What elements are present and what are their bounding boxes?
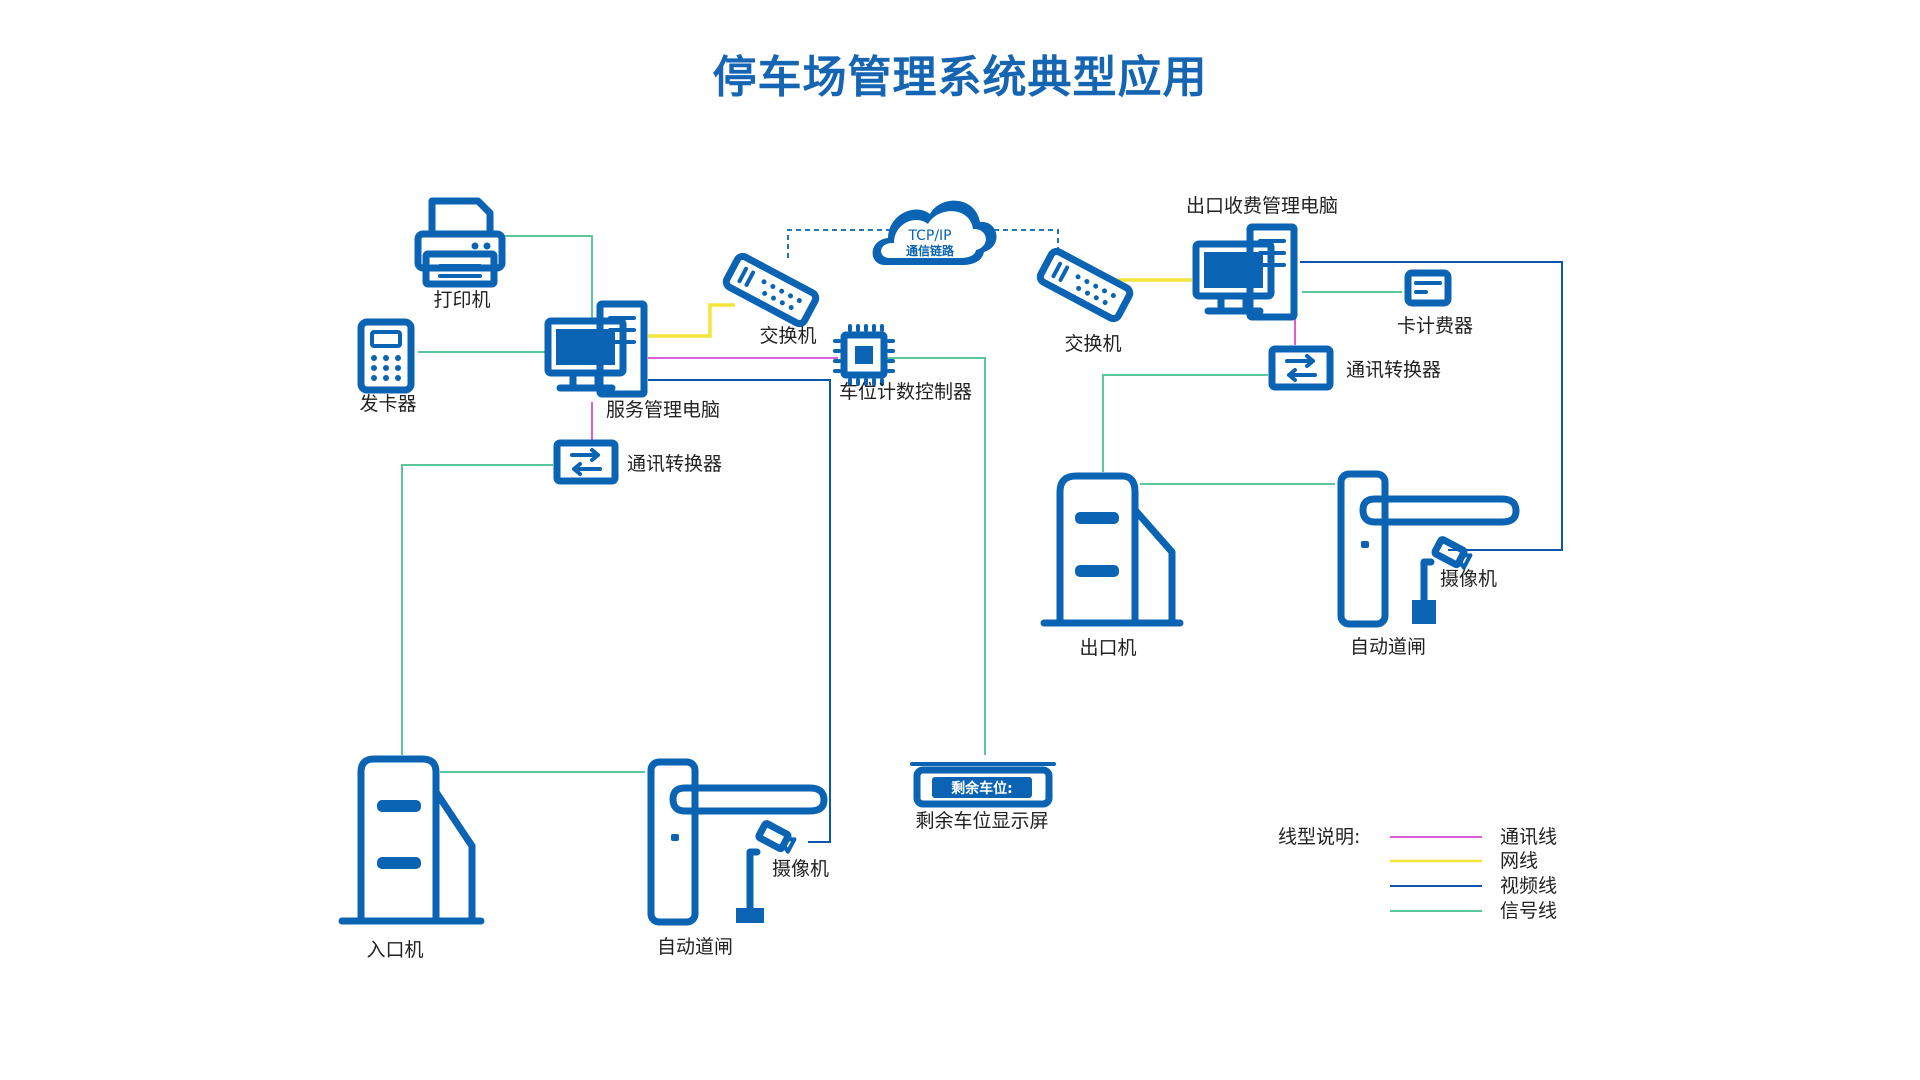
legend-label: 网线 <box>1500 850 1538 872</box>
exit-computer-icon <box>1192 223 1298 321</box>
exit-machine-icon <box>1040 472 1184 627</box>
legend-item-comm: 通讯线 <box>1390 826 1557 848</box>
exit-computer-label: 出口收费管理电脑 <box>1186 195 1338 217</box>
signal-line-converter-entry <box>401 464 553 755</box>
legend: 线型说明: 通讯线 网线 视频线 信号线 <box>1278 826 1557 922</box>
legend-title: 线型说明: <box>1278 826 1360 848</box>
display-screen-icon: 剩余车位: <box>910 762 1056 808</box>
server-computer-label: 服务管理电脑 <box>606 399 720 421</box>
cloud-icon: TCP/IP 通信链路 <box>872 200 997 265</box>
legend-item-network: 网线 <box>1390 850 1538 872</box>
gate-barrier-icon-right <box>1337 470 1520 628</box>
legend-item-signal: 信号线 <box>1390 900 1557 922</box>
converter-icon-left <box>553 439 619 485</box>
gate-barrier-icon-left <box>647 758 828 926</box>
printer-icon <box>414 197 506 288</box>
signal-line-controller-display <box>885 357 986 755</box>
video-line-right <box>1300 261 1563 551</box>
entry-machine-icon <box>338 755 485 925</box>
space-controller-label: 车位计数控制器 <box>839 381 972 403</box>
legend-label: 通讯线 <box>1500 826 1557 848</box>
connection-lines <box>401 229 1563 843</box>
signal-line-converter-exit <box>1102 374 1268 472</box>
card-issuer-icon <box>357 318 415 394</box>
gate-label-left: 自动道闸 <box>657 936 733 958</box>
signal-line-printer <box>500 235 593 320</box>
exit-machine-label: 出口机 <box>1079 637 1136 659</box>
legend-label: 视频线 <box>1500 875 1557 897</box>
network-line-left <box>648 303 735 338</box>
legend-item-video: 视频线 <box>1390 875 1557 897</box>
switch-label-left: 交换机 <box>759 325 816 347</box>
server-computer-icon <box>544 300 648 398</box>
converter-label-left: 通讯转换器 <box>627 453 722 475</box>
legend-label: 信号线 <box>1500 900 1557 922</box>
switch-icon-left <box>722 252 820 328</box>
card-issuer-label: 发卡器 <box>359 393 416 415</box>
card-meter-icon <box>1404 269 1452 307</box>
gate-label-right: 自动道闸 <box>1350 636 1426 658</box>
camera-label-left: 摄像机 <box>772 858 829 880</box>
converter-icon-right <box>1268 345 1334 391</box>
cloud-label-line1: TCP/IP <box>907 228 951 244</box>
card-meter-label: 卡计费器 <box>1397 315 1473 337</box>
camera-label-right: 摄像机 <box>1440 568 1497 590</box>
chip-icon <box>833 324 895 386</box>
diagram-title: 停车场管理系统典型应用 <box>713 52 1208 103</box>
display-screen-text: 剩余车位: <box>951 780 1013 797</box>
printer-label: 打印机 <box>433 289 490 311</box>
camera-icon-right <box>1412 536 1473 624</box>
entry-machine-label: 入口机 <box>366 939 423 961</box>
converter-label-right: 通讯转换器 <box>1346 359 1441 381</box>
switch-icon-right <box>1036 247 1134 323</box>
switch-label-right: 交换机 <box>1064 333 1121 355</box>
camera-icon-left <box>736 820 797 923</box>
video-line-left <box>648 379 831 843</box>
display-screen-label: 剩余车位显示屏 <box>915 810 1048 832</box>
cloud-label-line2: 通信链路 <box>906 243 955 258</box>
